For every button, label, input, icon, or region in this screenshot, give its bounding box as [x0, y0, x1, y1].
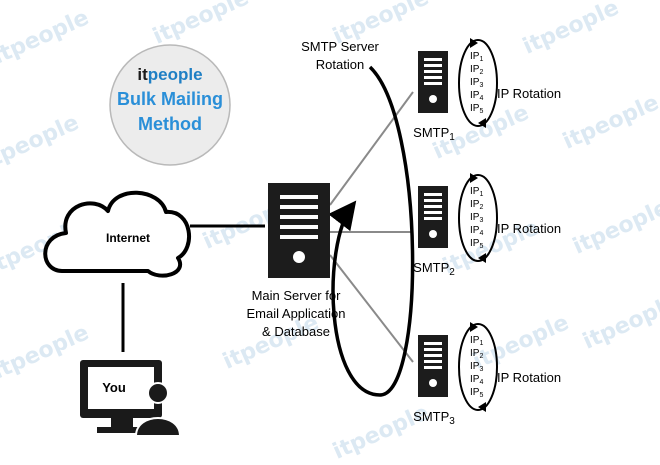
server-smtp1-link: [329, 91, 414, 206]
brand-badge: itpeople Bulk Mailing Method: [109, 44, 231, 166]
person-icon: [134, 382, 182, 437]
ip-label: IP1: [470, 186, 483, 198]
brand-line-3: Method: [138, 114, 202, 134]
smtp-rotation-label: SMTP Server Rotation: [301, 39, 379, 72]
ip-label: IP2: [470, 348, 483, 360]
brand-word: itpeople: [137, 65, 202, 84]
ip-rotation-loop: [458, 39, 498, 127]
main-server-icon: [268, 183, 330, 278]
smtp-server-label: SMTP2: [413, 260, 455, 278]
ip-label: IP3: [470, 77, 483, 89]
internet-label: Internet: [106, 231, 150, 245]
connections: [121, 91, 414, 363]
ip-rotation-label: IP Rotation: [497, 86, 561, 101]
ip-label: IP5: [470, 387, 483, 399]
ip-label: IP5: [470, 103, 483, 115]
ip-rotation-label: IP Rotation: [497, 221, 561, 236]
ip-label: IP4: [470, 90, 483, 102]
user-computer: You: [80, 360, 182, 437]
ip-label: IP5: [470, 238, 483, 250]
ip-label: IP3: [470, 212, 483, 224]
ip-label: IP2: [470, 199, 483, 211]
main-server-label-3: & Database: [262, 324, 330, 339]
smtp-server-icon: [418, 51, 448, 113]
ip-rotation-label: IP Rotation: [497, 370, 561, 385]
smtp-server-icon: [418, 186, 448, 248]
diagram-canvas: itpeople Bulk Mailing Method Internet: [43, 38, 561, 437]
main-server-label-1: Main Server for: [252, 288, 342, 303]
ip-label: IP4: [470, 374, 483, 386]
brand-line-2: Bulk Mailing: [117, 89, 223, 109]
main-server-label: Main Server for Email Application & Data…: [247, 288, 346, 339]
you-label: You: [102, 380, 126, 395]
ip-label: IP2: [470, 64, 483, 76]
internet-cloud: Internet: [43, 190, 192, 278]
ip-label: IP4: [470, 225, 483, 237]
smtp-server-label: SMTP1: [413, 125, 455, 143]
ip-rotation-loop: [458, 174, 498, 262]
ip-label: IP1: [470, 51, 483, 63]
ip-label: IP3: [470, 361, 483, 373]
smtp-rotation-label-2: Rotation: [316, 57, 364, 72]
ip-rotation-loop: [458, 323, 498, 411]
ip-label: IP1: [470, 335, 483, 347]
main-server-label-2: Email Application: [247, 306, 346, 321]
smtp-rotation-loop: [328, 65, 415, 397]
server-smtp3-link: [329, 254, 414, 363]
smtp-server-icon: [418, 335, 448, 397]
smtp-server-label: SMTP3: [413, 409, 455, 427]
smtp-rotation-label-1: SMTP Server: [301, 39, 379, 54]
